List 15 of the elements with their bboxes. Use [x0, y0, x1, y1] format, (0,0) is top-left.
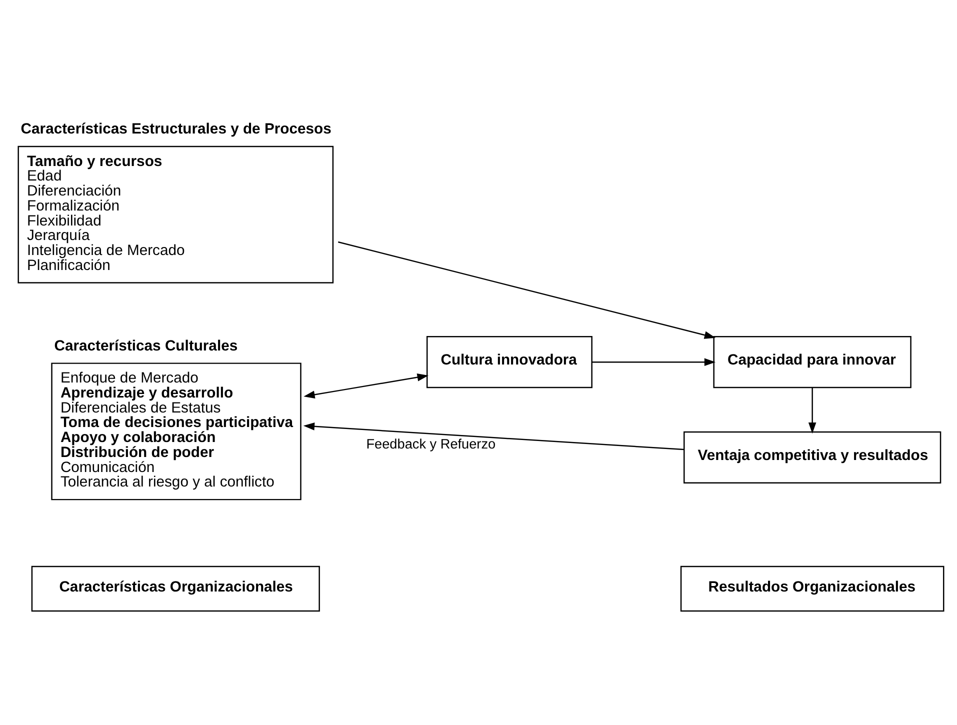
node-box: Capacidad para innovar [713, 336, 912, 388]
arrow [592, 358, 716, 366]
node-box: Tamaño y recursos Edad Diferenciación Formalización Flexibilidad Jerarquía Inteligencia de Mercado Planificación [18, 145, 334, 283]
node-box: Enfoque de Mercado Aprendizaje y desarrollo Diferenciales de Estatus Toma de decisiones participativa Apoyo y colaboración Distribución de poder Comunicación Tolerancia al riesgo y al conflicto [51, 362, 302, 500]
node-box: Resultados Organizacionales [680, 565, 944, 612]
arrow [338, 240, 716, 338]
node-box: Ventaja competitiva y resultados [684, 430, 942, 483]
arrow [303, 422, 684, 450]
node-box: Características Organizacionales [31, 565, 320, 612]
node-label: Características Culturales [54, 338, 238, 354]
node-label: Características Estructurales y de Procesos [20, 121, 332, 138]
arrow [304, 372, 428, 398]
node-box: Cultura innovadora [426, 336, 592, 388]
edge-label: Feedback y Refuerzo [366, 436, 496, 452]
arrow [808, 387, 816, 434]
